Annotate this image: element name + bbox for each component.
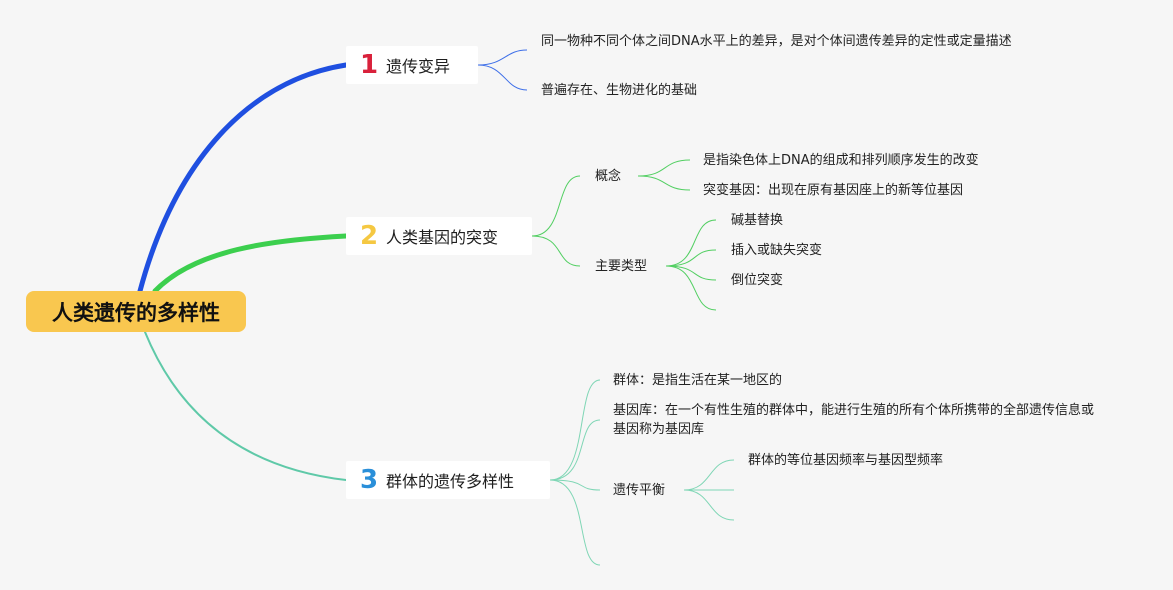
topic-genetic-equilibrium[interactable]: 遗传平衡 bbox=[613, 483, 666, 498]
link-b2-c1 bbox=[531, 175, 581, 237]
branch-node-3[interactable]: 3 群体的遗传多样性 bbox=[346, 461, 550, 499]
topic-mutant-gene[interactable]: 突变基因：出现在原有基因座上的新等位基因 bbox=[703, 183, 964, 198]
branch-node-2[interactable]: 2 人类基因的突变 bbox=[346, 217, 532, 255]
link-b3-c3 bbox=[549, 479, 601, 491]
root-node-label: 人类遗传的多样性 bbox=[52, 300, 220, 325]
topic-insertion-deletion[interactable]: 插入或缺失突变 bbox=[731, 243, 823, 258]
branch-label-1: 遗传变异 bbox=[386, 57, 451, 76]
branch-number-badge-2: 2 bbox=[360, 221, 379, 251]
link-eq-g1 bbox=[683, 459, 735, 491]
link-type-g1 bbox=[665, 219, 717, 267]
topic-concept[interactable]: 概念 bbox=[595, 169, 622, 184]
branch-label-2: 人类基因的突变 bbox=[386, 228, 499, 247]
link-concept-g1 bbox=[637, 159, 691, 177]
link-root-branch3 bbox=[144, 331, 347, 481]
branch-number-badge-3: 3 bbox=[360, 465, 379, 495]
link-type-g3 bbox=[665, 265, 717, 281]
topic-genetic-variation-significance[interactable]: 普遍存在、生物进化的基础 bbox=[541, 83, 698, 98]
link-b1-c1 bbox=[477, 49, 528, 66]
topic-concept-definition[interactable]: 是指染色体上DNA的组成和排列顺序发生的改变 bbox=[703, 153, 979, 168]
topic-allele-genotype-frequency[interactable]: 群体的等位基因频率与基因型频率 bbox=[748, 453, 944, 468]
topic-gene-pool[interactable]: 基因库：在一个有性生殖的群体中，能进行生殖的所有个体所携带的全部遗传信息或基因称… bbox=[613, 403, 1095, 437]
link-b1-c2 bbox=[477, 64, 528, 91]
topic-inversion[interactable]: 倒位突变 bbox=[731, 273, 784, 288]
link-concept-g2 bbox=[637, 175, 691, 191]
topic-genetic-variation-definition[interactable]: 同一物种不同个体之间DNA水平上的差异，是对个体间遗传差异的定性或定量描述 bbox=[541, 34, 1012, 49]
topic-population[interactable]: 群体：是指生活在某一地区的 bbox=[613, 373, 783, 388]
link-root-branch2 bbox=[152, 233, 349, 294]
link-type-g2 bbox=[665, 249, 717, 267]
topic-main-types[interactable]: 主要类型 bbox=[595, 259, 648, 274]
link-b2-c2 bbox=[531, 235, 581, 267]
branch-node-1[interactable]: 1 遗传变异 bbox=[346, 46, 478, 84]
link-b3-c4 bbox=[549, 479, 601, 566]
link-root-branch1 bbox=[137, 62, 349, 294]
link-b3-c2 bbox=[549, 419, 601, 481]
link-eq-g3 bbox=[683, 489, 735, 521]
topic-base-substitution[interactable]: 碱基替换 bbox=[731, 213, 784, 228]
root-node[interactable]: 人类遗传的多样性 bbox=[26, 291, 246, 332]
link-type-g4 bbox=[665, 265, 717, 311]
branch-label-3: 群体的遗传多样性 bbox=[386, 472, 515, 491]
link-b3-c1 bbox=[549, 379, 601, 481]
branch-number-badge-1: 1 bbox=[360, 50, 379, 80]
